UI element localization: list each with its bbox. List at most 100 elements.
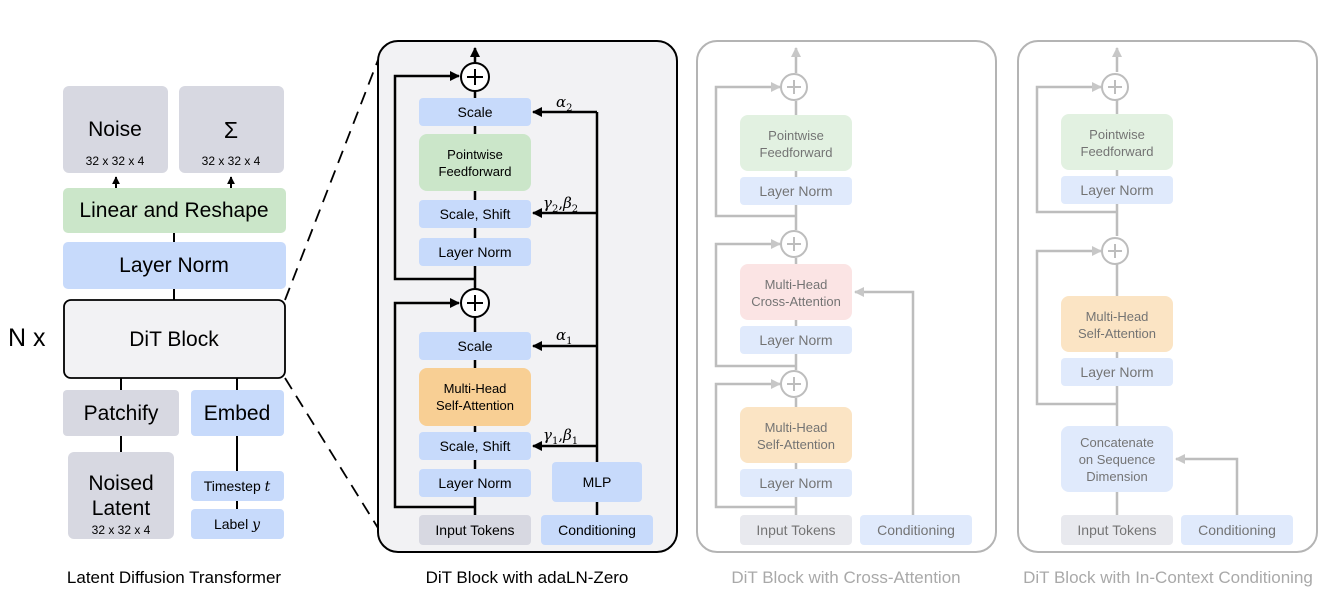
concatenate-line3: Dimension bbox=[1086, 469, 1147, 484]
cross-add1-icon bbox=[780, 73, 808, 101]
gamma2-beta2-label: γ2,β2 bbox=[543, 194, 578, 215]
noise-label: Noise bbox=[88, 118, 142, 141]
cross-input-tokens-box bbox=[740, 515, 852, 545]
cross-ff-line2: Feedforward bbox=[760, 145, 833, 160]
conditioning-box bbox=[541, 515, 653, 545]
noised-latent-line1: Noised bbox=[88, 472, 153, 495]
concatenate-box bbox=[1061, 426, 1173, 492]
incontext-add2-icon bbox=[1101, 237, 1129, 265]
latent-caption: Latent Diffusion Transformer bbox=[67, 568, 282, 587]
incontext-ln1-box bbox=[1061, 358, 1173, 386]
scaleshift1-label: Scale, Shift bbox=[440, 438, 511, 454]
input-tokens-label: Input Tokens bbox=[435, 522, 514, 538]
sigma-box bbox=[179, 86, 284, 173]
alpha1-label: α1 bbox=[556, 326, 573, 347]
incontext-ln2-label: Layer Norm bbox=[1080, 182, 1153, 198]
final-layer-norm-label: Layer Norm bbox=[119, 254, 229, 277]
cross-self-attention-line1: Multi-Head bbox=[765, 420, 828, 435]
noised-latent-line2: Latent bbox=[92, 497, 151, 520]
cross-ln2-box bbox=[740, 326, 852, 354]
incontext-input-tokens-box bbox=[1061, 515, 1173, 545]
cross-ln1-box bbox=[740, 469, 852, 497]
patchify-label: Patchify bbox=[84, 402, 159, 425]
cross-ln1-label: Layer Norm bbox=[759, 475, 832, 491]
noise-box bbox=[63, 86, 168, 173]
n-times-label: N x bbox=[8, 324, 46, 352]
incontext-caption: DiT Block with In-Context Conditioning bbox=[1023, 568, 1313, 587]
latent-diffusion-transformer-panel: Noise 32 x 32 x 4 Σ 32 x 32 x 4 Linear a… bbox=[8, 86, 286, 587]
cross-ff-box bbox=[740, 115, 852, 171]
input-tokens-box bbox=[419, 515, 531, 545]
sigma-label: Σ bbox=[224, 117, 238, 143]
cross-add3-icon bbox=[780, 370, 808, 398]
label-box bbox=[191, 509, 284, 539]
cross-self-attention-line2: Self-Attention bbox=[757, 437, 835, 452]
in-context-panel: Pointwise Feedforward Layer Norm Multi-H… bbox=[1017, 40, 1318, 553]
cross-ln3-label: Layer Norm bbox=[759, 183, 832, 199]
noised-latent-dims: 32 x 32 x 4 bbox=[92, 523, 151, 537]
mlp-box bbox=[552, 462, 642, 502]
adaln-zero-panel: Scale Pointwise Feedforward Scale, Shift… bbox=[377, 40, 678, 587]
layer-norm1-box bbox=[419, 469, 531, 497]
cross-conditioning-label: Conditioning bbox=[877, 522, 955, 538]
scaleshift2-label: Scale, Shift bbox=[440, 206, 511, 222]
incontext-conditioning-label: Conditioning bbox=[1198, 522, 1276, 538]
incontext-self-attention-box bbox=[1061, 296, 1173, 352]
residual-add-bottom-icon bbox=[460, 288, 490, 318]
cross-ff-line1: Pointwise bbox=[768, 128, 824, 143]
scale2-box bbox=[419, 98, 531, 126]
scaleshift2-box bbox=[419, 200, 531, 228]
sigma-dims: 32 x 32 x 4 bbox=[202, 154, 261, 168]
dit-block-box bbox=[63, 299, 286, 379]
linear-reshape-box bbox=[63, 188, 286, 233]
self-attention-line2: Self-Attention bbox=[436, 398, 514, 413]
incontext-ff-line1: Pointwise bbox=[1089, 127, 1145, 142]
embed-box bbox=[191, 390, 284, 436]
cross-ln2-label: Layer Norm bbox=[759, 332, 832, 348]
concatenate-line2: on Sequence bbox=[1079, 452, 1156, 467]
self-attention-box bbox=[419, 368, 531, 426]
patchify-box bbox=[63, 390, 179, 436]
incontext-ln2-box bbox=[1061, 176, 1173, 204]
adaln-caption: DiT Block with adaLN-Zero bbox=[426, 568, 629, 587]
cross-self-attention-box bbox=[740, 407, 852, 463]
cross-attention-line2: Cross-Attention bbox=[751, 294, 841, 309]
pointwise-ff-box bbox=[419, 134, 531, 191]
self-attention-line1: Multi-Head bbox=[444, 381, 507, 396]
cross-attention-box bbox=[740, 264, 852, 320]
linear-reshape-label: Linear and Reshape bbox=[79, 199, 268, 222]
layer-norm2-box bbox=[419, 238, 531, 266]
residual-add-top-icon bbox=[460, 62, 490, 92]
incontext-ff-box bbox=[1061, 114, 1173, 170]
cross-input-tokens-label: Input Tokens bbox=[756, 522, 835, 538]
timestep-label: Timestep t bbox=[204, 478, 271, 495]
scaleshift1-box bbox=[419, 432, 531, 460]
cross-add2-icon bbox=[780, 230, 808, 258]
incontext-ln1-label: Layer Norm bbox=[1080, 364, 1153, 380]
layer-norm2-label: Layer Norm bbox=[438, 244, 511, 260]
scale2-label: Scale bbox=[457, 104, 492, 120]
cross-attention-panel: Pointwise Feedforward Layer Norm Multi-H… bbox=[696, 40, 997, 553]
cross-attention-line1: Multi-Head bbox=[765, 277, 828, 292]
pointwise-ff-line1: Pointwise bbox=[447, 147, 503, 162]
concatenate-line1: Concatenate bbox=[1080, 435, 1154, 450]
incontext-self-attention-line1: Multi-Head bbox=[1086, 309, 1149, 324]
scale1-label: Scale bbox=[457, 338, 492, 354]
incontext-self-attention-line2: Self-Attention bbox=[1078, 326, 1156, 341]
zoom-lines bbox=[284, 59, 379, 529]
incontext-add1-icon bbox=[1101, 73, 1129, 101]
pointwise-ff-line2: Feedforward bbox=[439, 164, 512, 179]
class-label-label: Label y bbox=[214, 516, 261, 533]
final-layer-norm-box bbox=[63, 242, 286, 289]
cross-caption: DiT Block with Cross-Attention bbox=[731, 568, 960, 587]
layer-norm1-label: Layer Norm bbox=[438, 475, 511, 491]
cross-conditioning-box bbox=[860, 515, 972, 545]
noise-dims: 32 x 32 x 4 bbox=[86, 154, 145, 168]
embed-label: Embed bbox=[204, 402, 271, 425]
scale1-box bbox=[419, 332, 531, 360]
cross-ln3-box bbox=[740, 177, 852, 205]
dit-block-label: DiT Block bbox=[129, 328, 219, 351]
incontext-conditioning-box bbox=[1181, 515, 1293, 545]
mlp-label: MLP bbox=[583, 474, 612, 490]
